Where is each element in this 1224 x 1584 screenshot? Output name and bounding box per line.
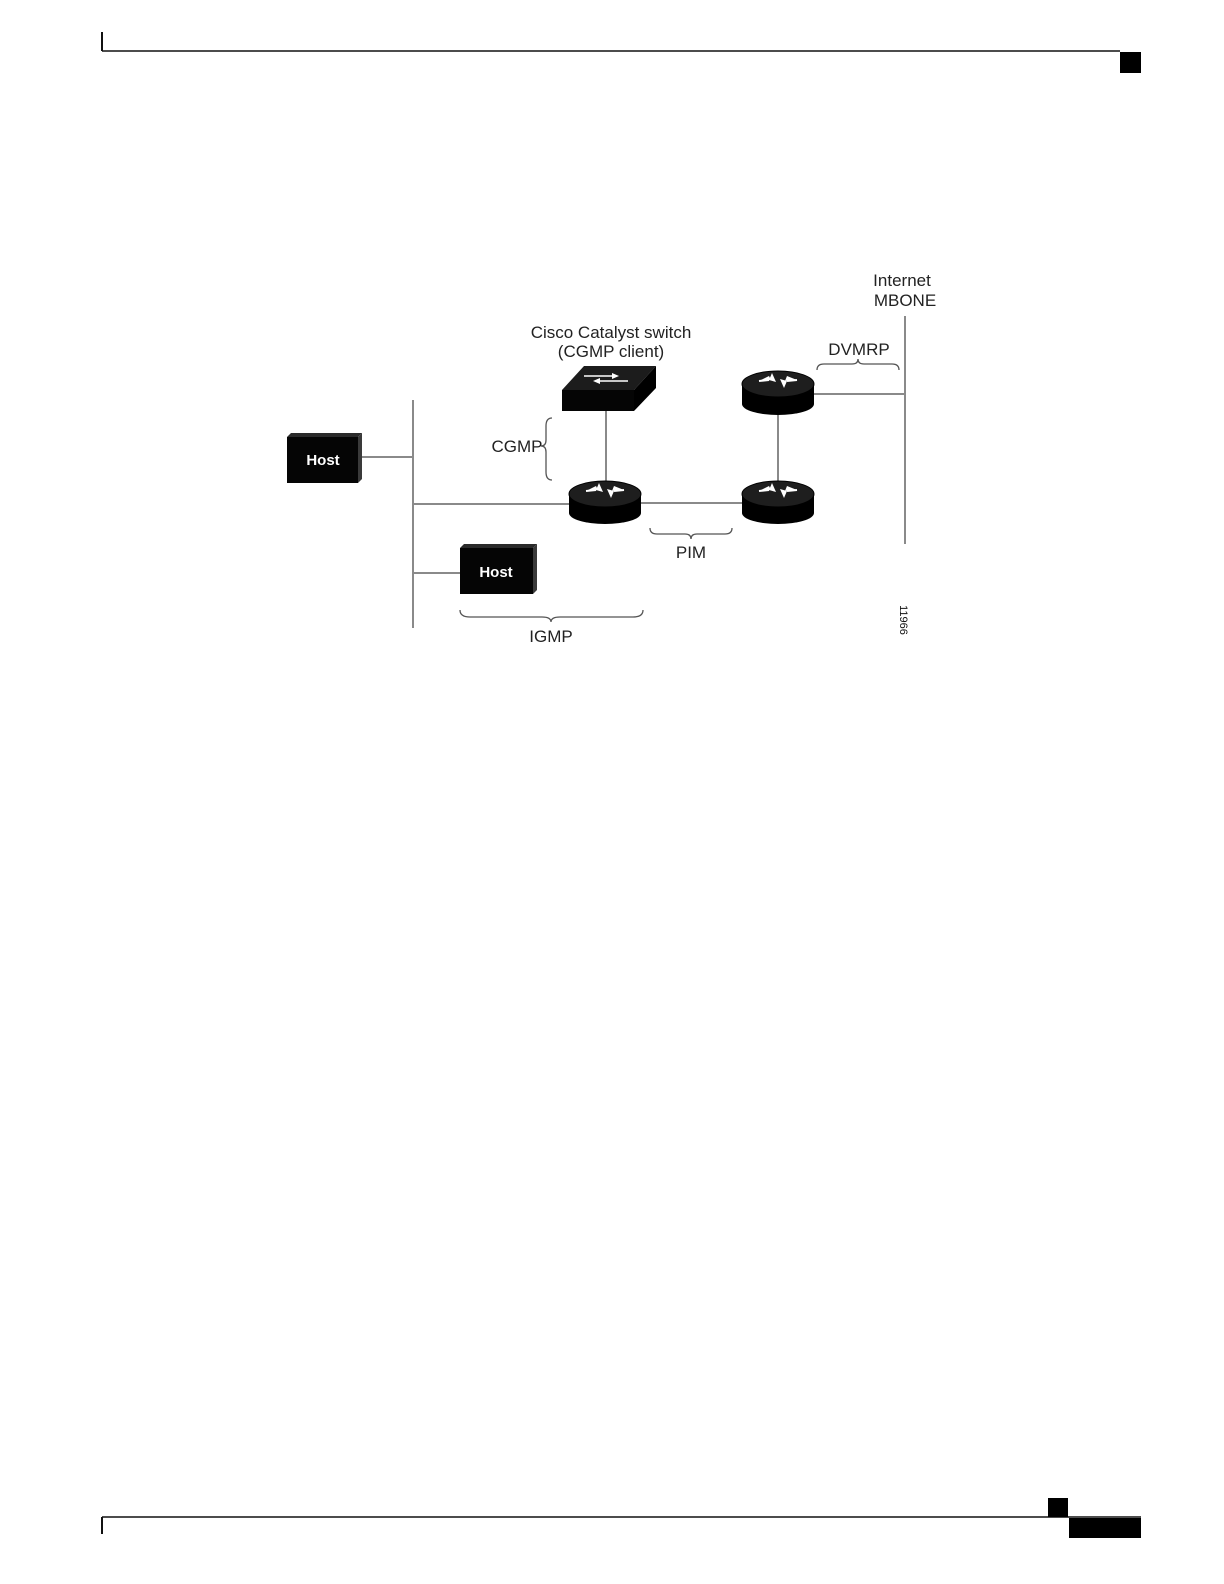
igmp-label: IGMP [529, 627, 572, 646]
host-2-label: Host [479, 564, 512, 581]
switch-role-label: (CGMP client) [558, 342, 664, 361]
internet-label: Internet [873, 271, 931, 290]
router-icon [742, 371, 814, 415]
host-1-label: Host [306, 452, 339, 469]
dvmrp-brace [817, 359, 899, 370]
dvmrp-label: DVMRP [828, 340, 889, 359]
switch-name-label: Cisco Catalyst switch [531, 323, 692, 342]
catalyst-switch-icon [562, 366, 656, 411]
mbone-label: MBONE [874, 291, 936, 310]
diagram-labels: Internet MBONE Cisco Catalyst switch (CG… [492, 271, 937, 646]
cgmp-brace [541, 418, 552, 480]
pim-label: PIM [676, 543, 706, 562]
page-footer [102, 1498, 1141, 1538]
host-icon: Host [460, 544, 537, 594]
figure-id-label: 11966 [897, 605, 909, 635]
pim-brace [650, 528, 732, 539]
cgmp-label: CGMP [492, 437, 543, 456]
router-icon [742, 481, 814, 524]
igmp-brace [460, 610, 643, 622]
host-icon: Host [287, 433, 362, 483]
page-header [102, 32, 1141, 73]
network-links [360, 316, 905, 628]
footer-page-tab [1069, 1518, 1141, 1538]
router-icon [569, 481, 641, 524]
header-corner-marker [1120, 52, 1141, 73]
footer-corner-marker [1048, 1498, 1068, 1517]
